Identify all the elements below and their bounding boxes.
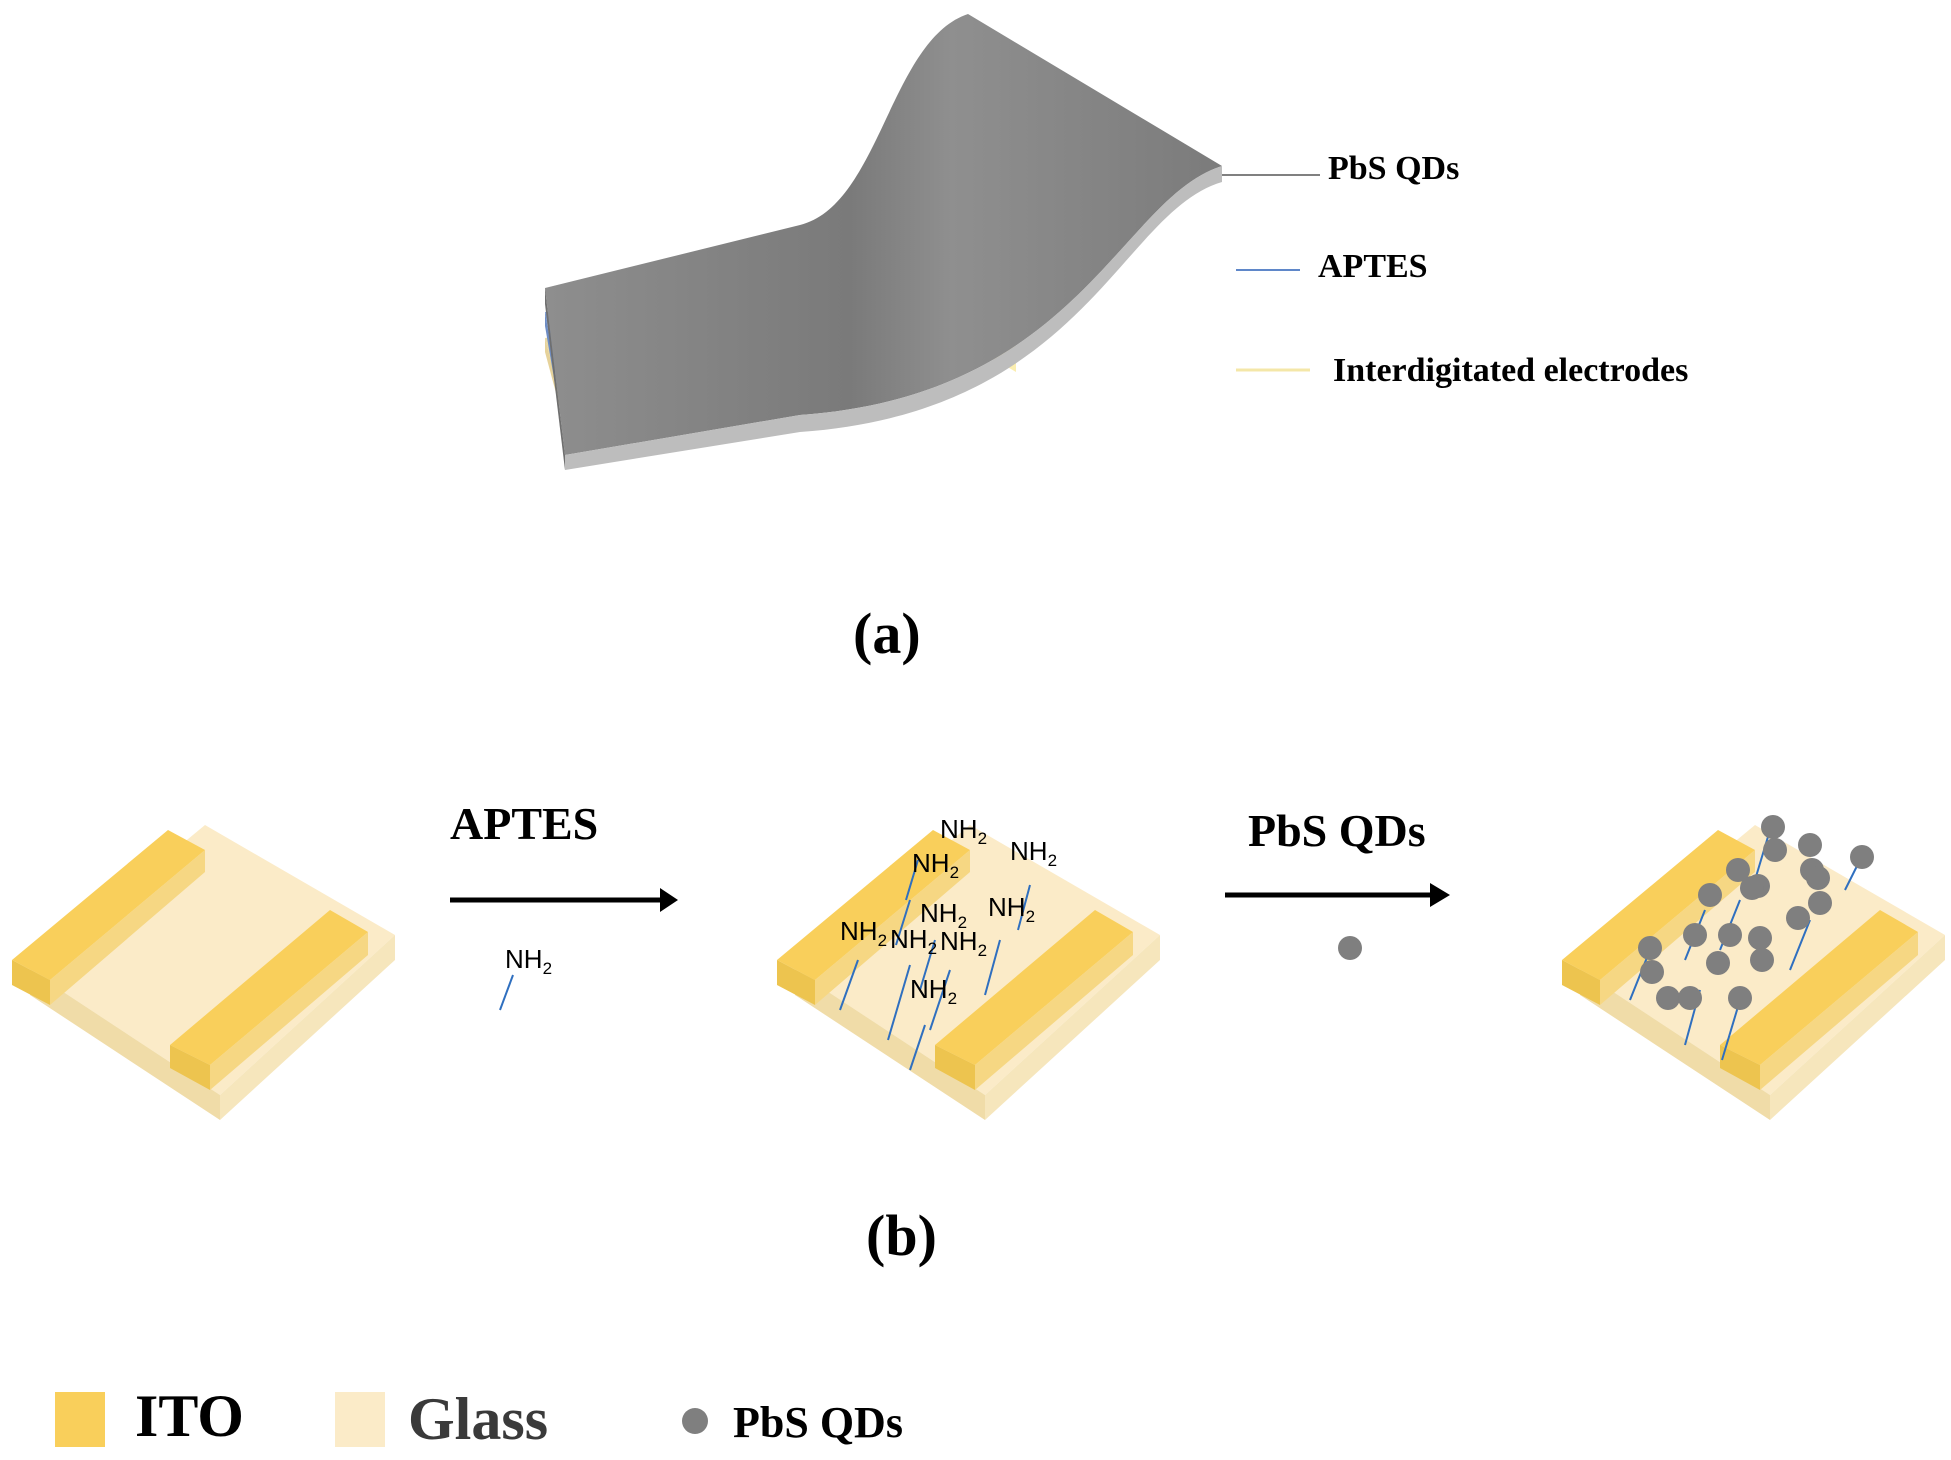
panel-label-b: (b)	[866, 1203, 937, 1268]
aptes-molecule-linker	[499, 974, 514, 1011]
legend-label-glass: Glass	[408, 1386, 549, 1452]
legend-swatch-pbs-qds	[682, 1408, 708, 1434]
amine-labels: NH2 NH2 NH2 NH2 NH2 NH2 NH2 NH2 NH2	[840, 814, 1057, 1008]
svg-text:NH2: NH2	[940, 814, 987, 848]
svg-text:NH2: NH2	[912, 848, 959, 882]
legend-swatch-ito	[55, 1392, 105, 1447]
aptes-molecule-label: NH2	[505, 944, 552, 978]
layer-label-aptes: APTES	[1318, 248, 1428, 285]
legend-label-pbs-qds: PbS QDs	[733, 1398, 903, 1447]
substrate-bare	[12, 825, 395, 1120]
fabrication-steps-diagram: NH2 NH2 NH2 NH2 NH2 NH2 NH2 NH2 NH2 NH2	[12, 814, 1945, 1120]
amine-group-cluster	[839, 859, 1031, 1071]
step-label-aptes: APTES	[450, 798, 599, 849]
legend-swatch-glass	[335, 1392, 385, 1447]
svg-text:NH2: NH2	[1010, 836, 1057, 870]
qd-symbol-arrow	[1338, 936, 1362, 960]
panel-label-a: (a)	[853, 601, 921, 666]
layer-label-electrodes: Interdigitated electrodes	[1333, 352, 1689, 389]
substrate-qds	[1562, 825, 1945, 1120]
substrate-aptes	[777, 825, 1160, 1120]
step-label-pbs-qds: PbS QDs	[1248, 805, 1426, 856]
layer-stack-diagram	[545, 14, 1320, 470]
pbs-qd-sheet-edge	[565, 166, 1222, 470]
legend-label-ito: ITO	[135, 1383, 244, 1449]
arrow-head-pbs-qds	[1430, 883, 1450, 907]
qd-particles	[1638, 815, 1874, 1010]
pbs-qd-sheet	[545, 14, 1222, 455]
layer-label-pbs-qds: PbS QDs	[1328, 150, 1460, 187]
arrow-head-aptes	[660, 888, 678, 912]
